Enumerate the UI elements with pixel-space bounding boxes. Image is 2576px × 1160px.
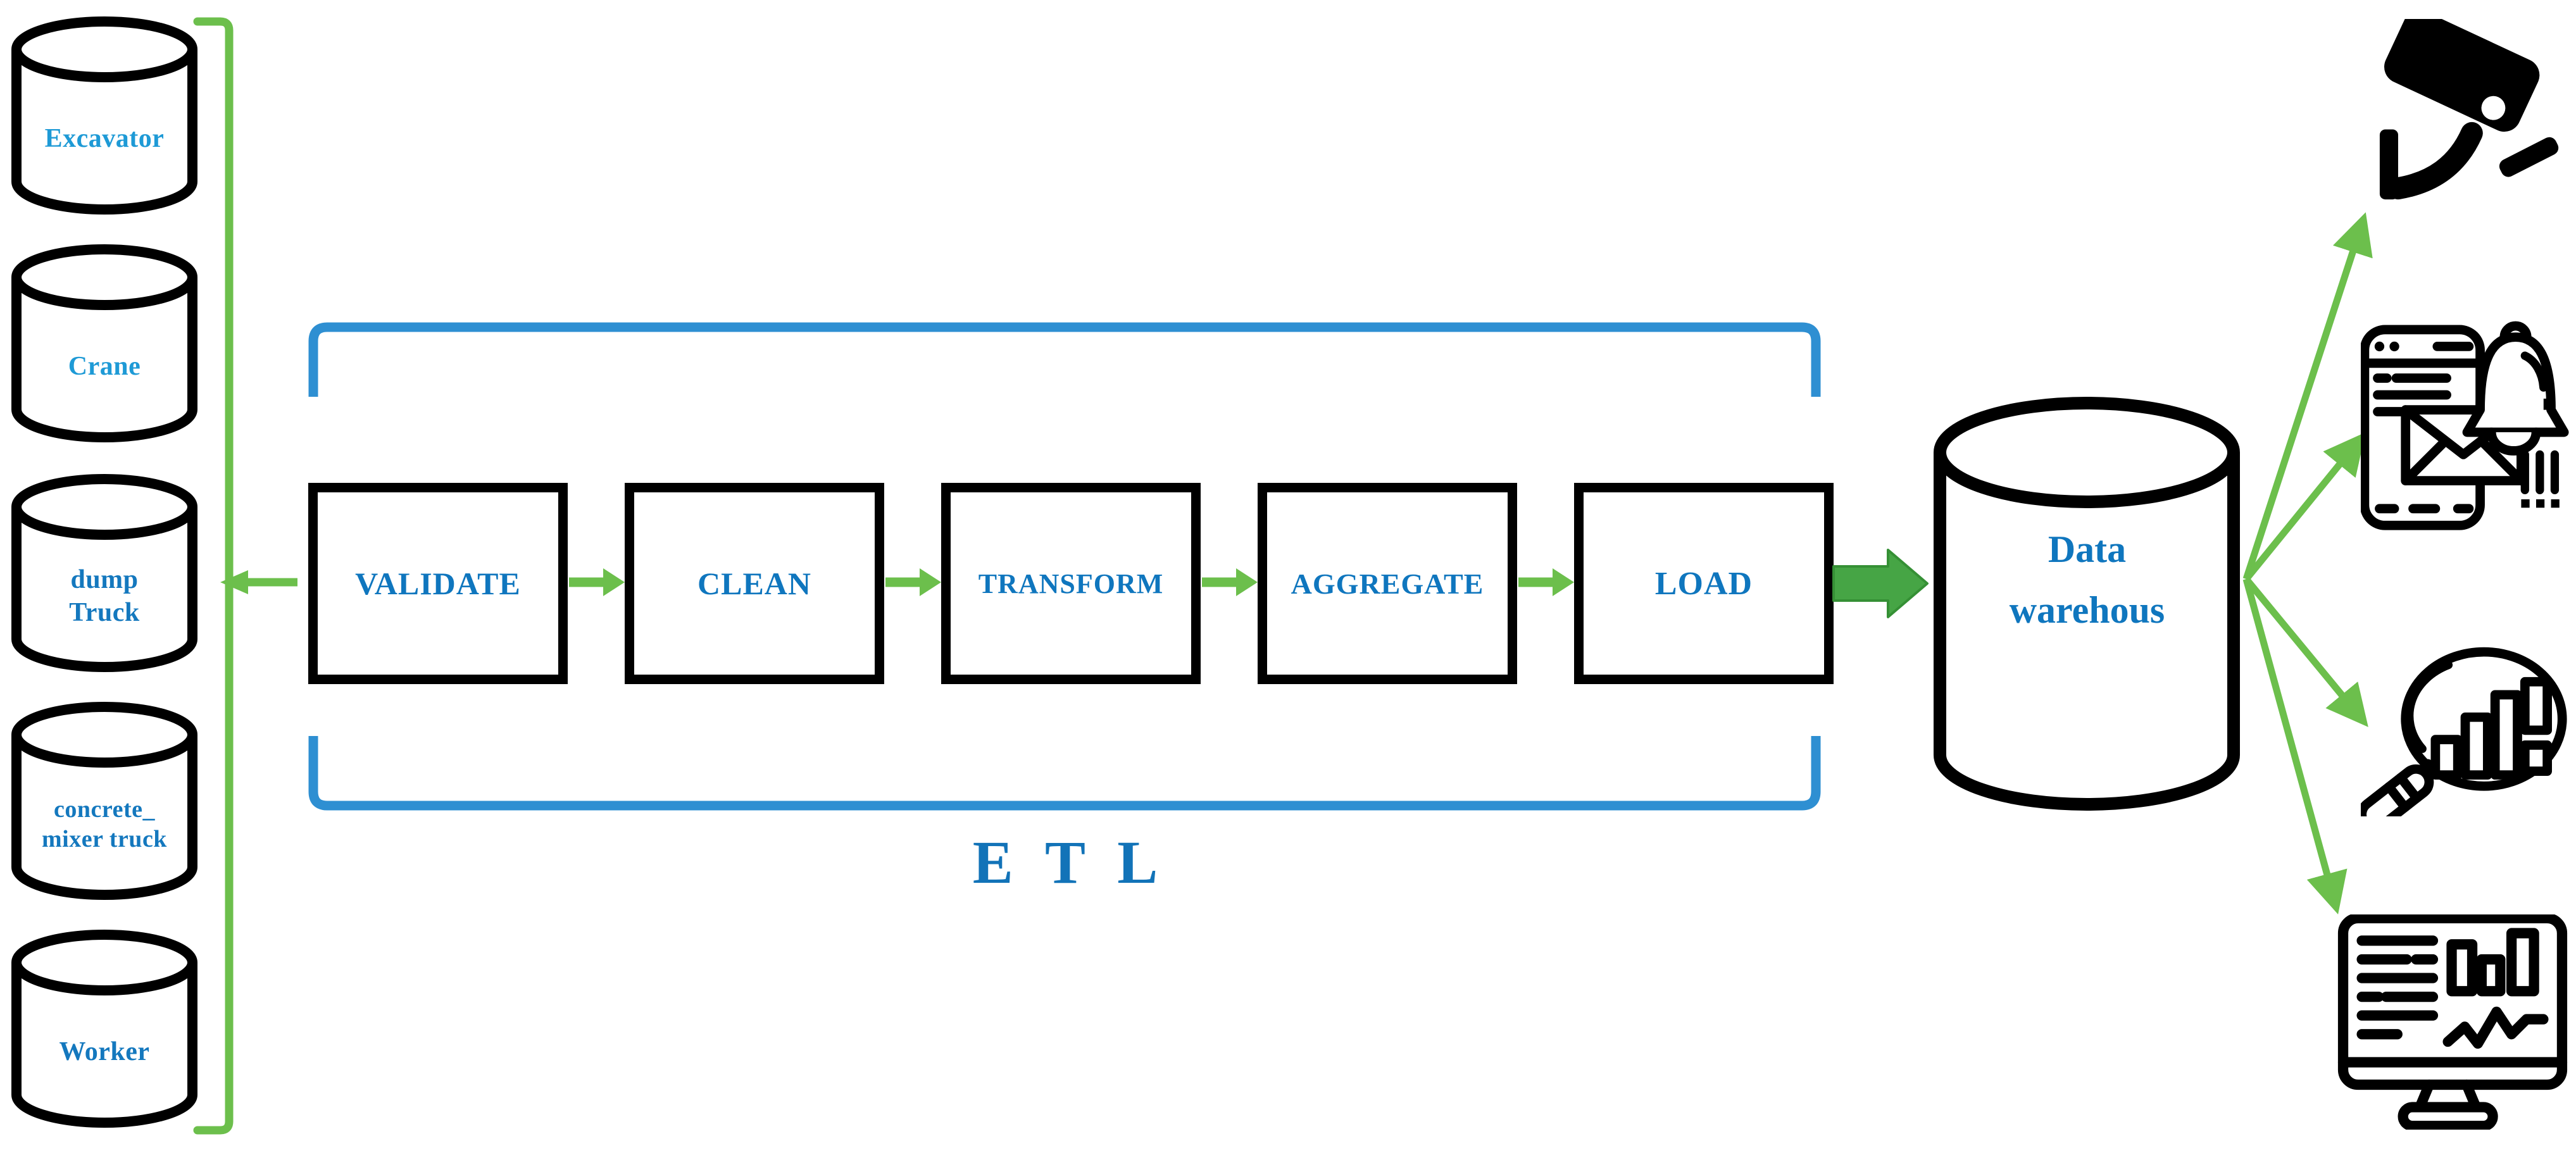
source-label: Crane bbox=[68, 351, 141, 381]
database-cylinder-icon bbox=[11, 16, 197, 215]
load-to-warehouse-arrow bbox=[1832, 549, 1929, 618]
database-cylinder-icon bbox=[11, 244, 197, 442]
source-cylinder-excavator: Excavator bbox=[9, 16, 199, 215]
database-cylinder-icon bbox=[11, 930, 197, 1128]
database-cylinder-icon bbox=[1934, 397, 2240, 811]
warehouse-output-arrows bbox=[2242, 212, 2373, 914]
etl-step-validate: VALIDATE bbox=[308, 483, 568, 684]
data-warehouse-cylinder: Data warehous bbox=[1927, 396, 2247, 820]
sources-bracket bbox=[193, 17, 297, 1135]
source-cylinder-worker: Worker bbox=[9, 930, 199, 1128]
source-cylinder-dump-truck: dump Truck bbox=[9, 474, 199, 672]
etl-title: E T L bbox=[972, 828, 1167, 896]
source-label: concrete_ mixer truck bbox=[42, 796, 167, 852]
etl-step-label: AGGREGATE bbox=[1291, 567, 1484, 600]
source-cylinder-crane: Crane bbox=[9, 244, 199, 442]
flow-arrow-icon bbox=[1202, 568, 1258, 596]
flow-arrow-icon bbox=[569, 568, 625, 596]
security-camera-icon bbox=[2358, 19, 2560, 221]
etl-bracket-bottom bbox=[308, 736, 1821, 811]
etl-step-transform: TRANSFORM bbox=[941, 483, 1201, 684]
etl-step-aggregate: AGGREGATE bbox=[1258, 483, 1517, 684]
analytics-search-icon bbox=[2361, 633, 2570, 816]
database-cylinder-icon bbox=[11, 474, 197, 672]
etl-step-label: LOAD bbox=[1654, 565, 1753, 602]
mobile-notification-icon bbox=[2361, 316, 2570, 544]
etl-step-label: CLEAN bbox=[697, 566, 812, 601]
source-label: Worker bbox=[59, 1037, 150, 1066]
monitoring-dashboard-icon bbox=[2335, 914, 2570, 1130]
etl-step-label: TRANSFORM bbox=[978, 568, 1164, 599]
source-label: Excavator bbox=[44, 123, 165, 153]
etl-step-clean: CLEAN bbox=[625, 483, 884, 684]
etl-bracket-top bbox=[308, 322, 1821, 397]
flow-arrow-icon bbox=[885, 568, 941, 596]
etl-step-label: VALIDATE bbox=[355, 566, 521, 601]
source-label: dump Truck bbox=[69, 565, 140, 627]
warehouse-label: Data warehous bbox=[2009, 528, 2165, 631]
flow-arrow-icon bbox=[1518, 568, 1574, 596]
database-cylinder-icon bbox=[11, 702, 197, 900]
etl-step-load: LOAD bbox=[1574, 483, 1834, 684]
source-cylinder-concrete-mixer-truck: concrete_ mixer truck bbox=[9, 702, 199, 900]
